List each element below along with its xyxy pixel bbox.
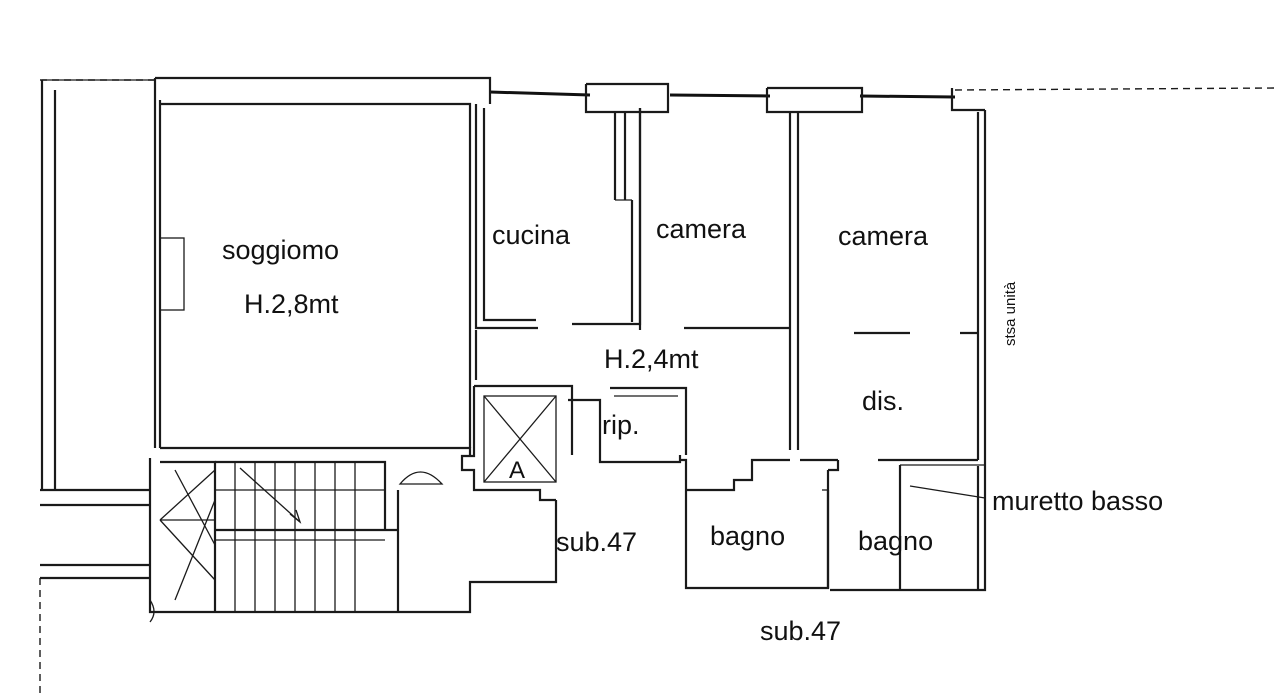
- room-label-bagno-1: bagno: [710, 521, 785, 551]
- annotation-stessa-unita: stsa unità: [1002, 281, 1019, 346]
- stairwell: [148, 458, 444, 614]
- annotation-sub-47-upper: sub.47: [556, 527, 637, 557]
- annotation-muretto-basso: muretto basso: [992, 486, 1163, 516]
- room-label-cucina: cucina: [492, 220, 571, 250]
- height-label-corridor: H.2,4mt: [604, 344, 699, 374]
- outer-walls: [40, 76, 987, 592]
- room-label-ripostiglio: rip.: [602, 410, 640, 440]
- entrance-area: [39, 488, 155, 698]
- lift-label: A: [509, 457, 525, 484]
- room-label-soggiorno: soggiomo: [222, 235, 339, 265]
- room-label-disimpegno: dis.: [862, 386, 904, 416]
- room-label-bagno-2: bagno: [858, 526, 933, 556]
- top-boundary: [40, 79, 1276, 99]
- annotation-sub-47-lower: sub.47: [760, 616, 841, 646]
- muretto-leader-line: [909, 485, 986, 499]
- room-label-camera-1: camera: [656, 214, 747, 244]
- room-label-camera-2: camera: [838, 221, 929, 251]
- height-label-soggiorno: H.2,8mt: [244, 289, 339, 319]
- internal-walls: [396, 104, 978, 614]
